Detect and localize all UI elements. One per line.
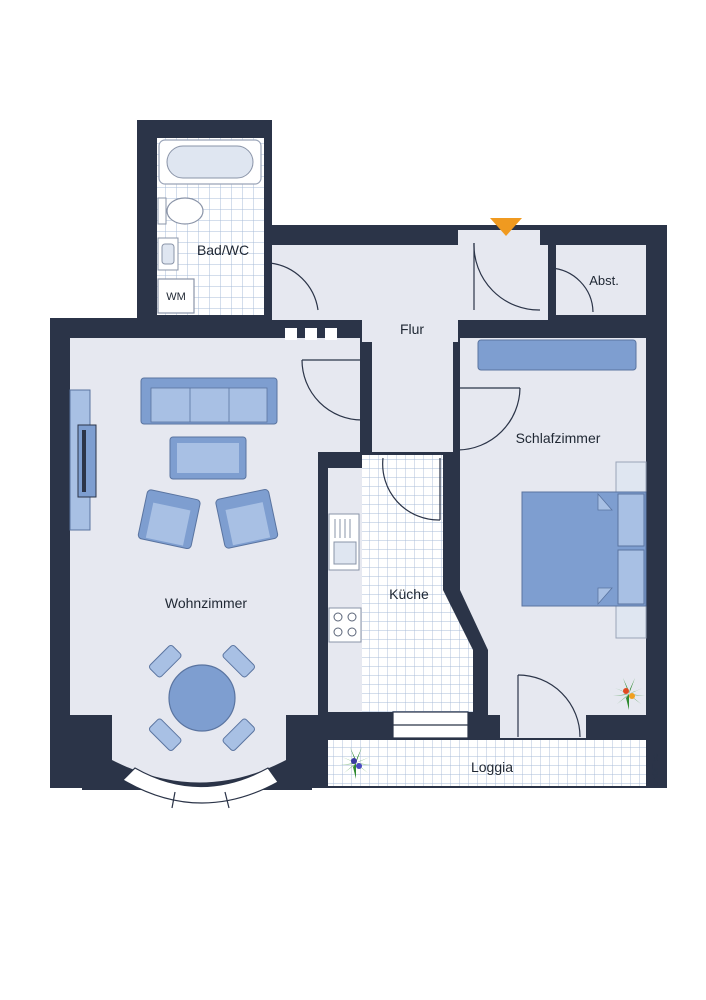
coffee-table	[169, 436, 247, 480]
bedroom-label: Schlafzimmer	[516, 430, 601, 446]
living-room-floor	[70, 338, 360, 783]
hallway-label: Flur	[400, 321, 424, 337]
entrance-arrow-icon	[490, 218, 522, 236]
brand-mark: onOffice	[651, 753, 660, 786]
kitchen-counter	[328, 468, 362, 712]
kitchen-floor	[362, 455, 473, 712]
wm-label: WM	[166, 291, 186, 303]
kitchen-sink	[328, 513, 360, 571]
armchair-left	[137, 489, 201, 550]
wardrobe	[477, 339, 637, 371]
kitchen-label: Küche	[389, 586, 429, 602]
living-room-label: Wohnzimmer	[165, 595, 248, 611]
stove	[328, 607, 362, 643]
plant-icon	[613, 678, 645, 710]
hallway-floor	[272, 230, 548, 452]
balcony-floor	[328, 740, 646, 786]
tv-sideboard	[69, 389, 97, 531]
double-bed	[521, 461, 647, 639]
storage-label: Abst.	[589, 273, 619, 288]
doors	[269, 242, 594, 738]
washing-machine: WM	[157, 278, 195, 314]
plant-icon	[340, 747, 372, 779]
balcony-label: Loggia	[471, 759, 513, 775]
brand-label: onOffice	[651, 753, 660, 786]
windows	[122, 711, 469, 809]
storage-floor	[556, 245, 646, 315]
toilet	[157, 197, 204, 225]
sofa	[140, 377, 278, 425]
sink	[157, 237, 179, 271]
dining-set	[149, 645, 255, 751]
bathroom-label: Bad/WC	[197, 242, 249, 258]
switch-panel	[285, 328, 337, 340]
armchair-right	[215, 488, 279, 549]
bathtub	[158, 139, 262, 185]
